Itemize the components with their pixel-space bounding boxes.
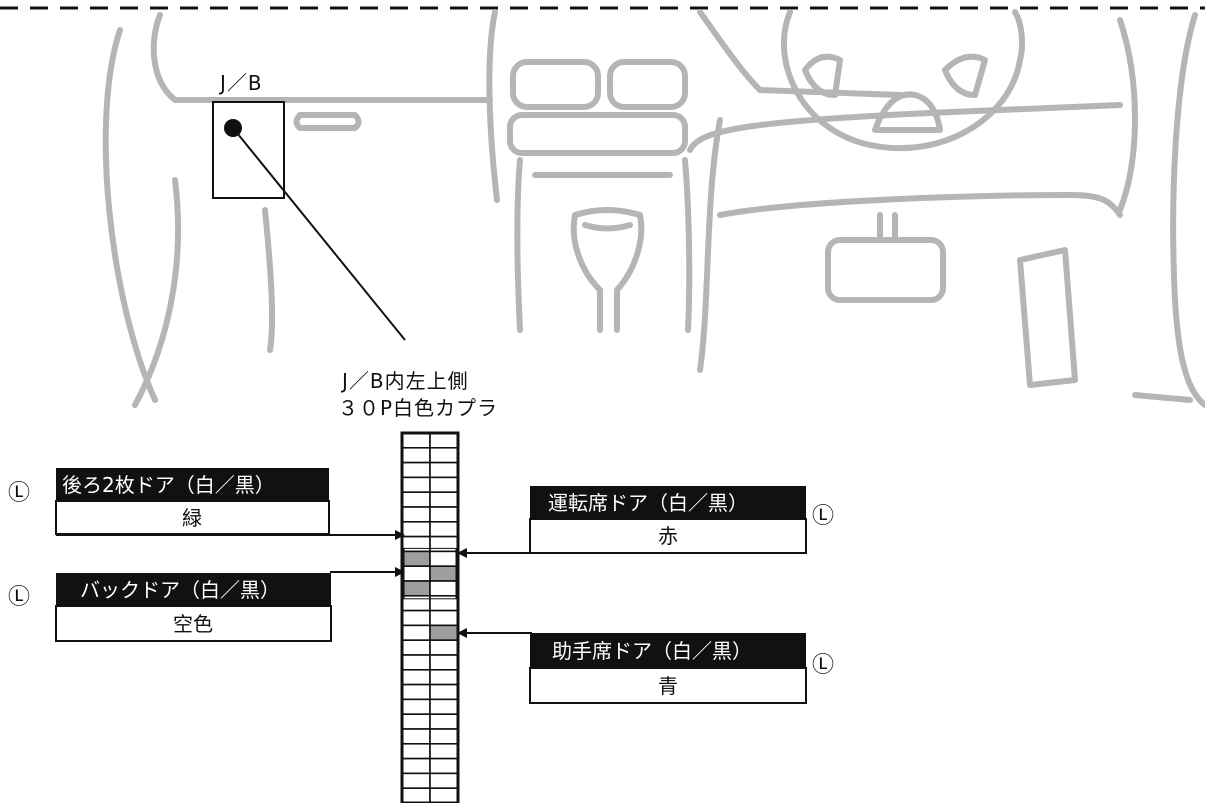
label-title: 後ろ2枚ドア（白／黒） xyxy=(62,473,275,497)
label-value-box xyxy=(529,667,807,704)
label-header-bg xyxy=(56,468,329,501)
arrow-head xyxy=(395,567,405,577)
label-driver-door: 運転席ドア（白／黒） 赤 Ⓛ xyxy=(457,486,834,558)
connector-cell xyxy=(401,787,431,803)
connector-pin-used xyxy=(401,550,431,568)
connector-cell xyxy=(429,668,459,686)
connector-pin-used xyxy=(429,565,459,582)
connector-pin-group-highlight xyxy=(403,547,457,600)
connector-cell xyxy=(429,772,459,790)
connector-cell xyxy=(401,565,431,582)
label-header-bg xyxy=(530,633,806,668)
connector-outline xyxy=(400,431,460,803)
label-header-bg xyxy=(530,486,806,519)
connector-cell xyxy=(429,550,459,568)
connector-cell xyxy=(401,432,431,449)
label-value: 空色 xyxy=(173,612,213,636)
label-back-door: Ⓛ バックドア（白／黒） 空色 xyxy=(8,567,405,642)
connector-cell xyxy=(401,757,431,775)
connector-cell xyxy=(429,506,459,523)
connector-pin-used xyxy=(429,624,459,642)
connector-cell xyxy=(401,491,431,508)
connector-cell xyxy=(429,461,459,479)
dashboard-sketch xyxy=(102,9,1205,408)
connector-cell xyxy=(401,624,431,642)
connector-cell xyxy=(429,639,459,656)
ground-l-symbol: Ⓛ xyxy=(812,504,834,529)
connector-cell xyxy=(401,506,431,523)
connector-cell xyxy=(401,609,431,627)
connector-cell xyxy=(401,654,431,671)
connector-cell xyxy=(401,520,431,538)
connector-cell xyxy=(401,639,431,656)
connector-cell xyxy=(401,535,431,553)
connector-cell xyxy=(429,491,459,508)
connector-cell xyxy=(429,432,459,449)
label-value-box xyxy=(55,605,332,642)
connector-cell xyxy=(401,698,431,716)
label-passenger-door: 助手席ドア（白／黒） 青 Ⓛ xyxy=(457,628,834,704)
arrow-head xyxy=(395,530,405,540)
label-title: 運転席ドア（白／黒） xyxy=(548,491,748,515)
connector-cell xyxy=(401,728,431,745)
connector-cell xyxy=(429,594,459,612)
connector-grid xyxy=(400,431,460,803)
label-value: 赤 xyxy=(658,524,678,548)
label-value: 青 xyxy=(658,674,678,698)
connector-cell xyxy=(401,461,431,479)
connector-cell xyxy=(401,476,431,493)
connector-cell xyxy=(401,772,431,790)
connector-cell xyxy=(401,713,431,730)
ground-l-symbol: Ⓛ xyxy=(8,481,30,506)
junction-box-label: J／B xyxy=(218,71,263,95)
label-title: 助手席ドア（白／黒） xyxy=(552,639,752,663)
connector-cell xyxy=(429,446,459,464)
connector-caption-line1: J／B内左上側 xyxy=(340,369,469,393)
ground-l-symbol: Ⓛ xyxy=(812,653,834,678)
connector-cell xyxy=(429,713,459,730)
connector-caption-line2: ３０P白色カプラ xyxy=(338,396,498,420)
junction-box-outline xyxy=(212,101,285,199)
connector-cell xyxy=(429,654,459,671)
connector-cell xyxy=(401,594,431,612)
connector-cell xyxy=(429,520,459,538)
connector-cell xyxy=(401,668,431,686)
connector-cell xyxy=(429,580,459,597)
label-rear-2-doors: Ⓛ 後ろ2枚ドア（白／黒） 緑 xyxy=(8,468,405,540)
connector-cell xyxy=(429,742,459,760)
connector-cell xyxy=(401,742,431,760)
connector-cell xyxy=(429,683,459,701)
connector-cell xyxy=(429,476,459,493)
arrow-head xyxy=(457,548,467,558)
connector-cell xyxy=(429,728,459,745)
label-header-bg xyxy=(56,573,331,606)
ground-l-symbol: Ⓛ xyxy=(8,585,30,610)
connector-cell xyxy=(401,446,431,464)
connector-cell xyxy=(429,757,459,775)
leader-line xyxy=(232,127,406,341)
connector-cell xyxy=(401,683,431,701)
connector-cell xyxy=(429,535,459,553)
connector-cell xyxy=(429,609,459,627)
label-value: 緑 xyxy=(182,506,202,530)
connector-pin-used xyxy=(401,580,431,597)
arrow-head xyxy=(457,628,467,638)
wire-labels: Ⓛ 後ろ2枚ドア（白／黒） 緑 運転席ドア（白／黒） 赤 Ⓛ Ⓛ バックドア（白… xyxy=(8,468,834,704)
label-title: バックドア（白／黒） xyxy=(80,578,280,602)
connector-cell xyxy=(429,698,459,716)
connector-cell xyxy=(429,787,459,803)
